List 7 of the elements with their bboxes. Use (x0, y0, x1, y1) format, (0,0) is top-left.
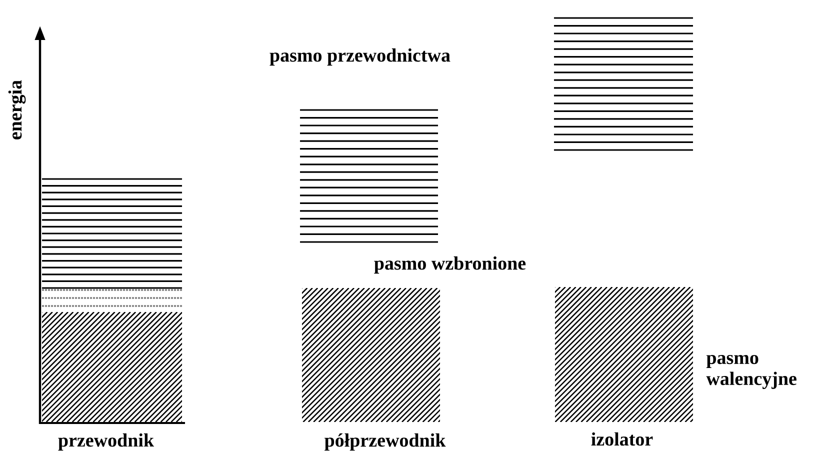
material-label: przewodnik (58, 433, 154, 451)
material-label: izolator (591, 432, 653, 446)
band-label: pasmo przewodnictwa (270, 48, 450, 66)
band-label: pasmo walencyjne (706, 354, 796, 389)
material-label: półprzewodnik (324, 433, 446, 451)
band-label: pasmo wzbronione (374, 256, 526, 274)
axis-label: energia (8, 80, 26, 140)
